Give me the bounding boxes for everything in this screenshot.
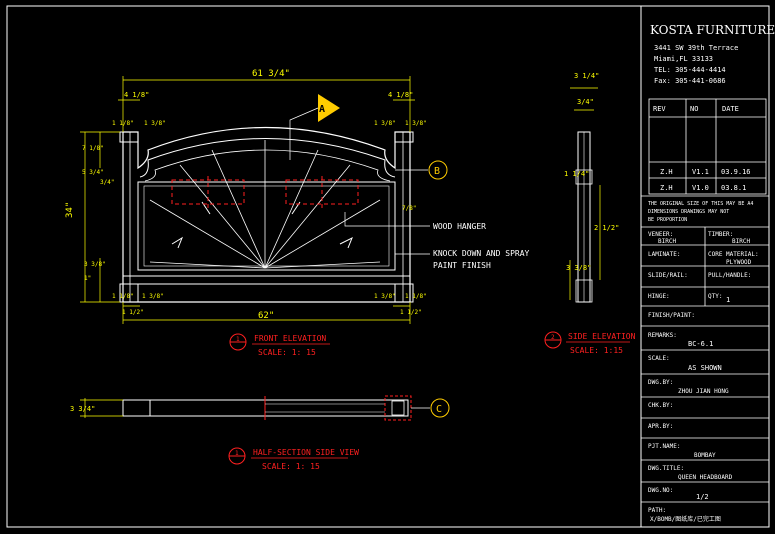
half-section-marker-number: 1 xyxy=(235,450,239,457)
dim-post-right-b: 1 3/8" xyxy=(405,120,427,127)
dim-foot-right-b: 1 1/8" xyxy=(405,293,427,300)
qty-label: QTY: xyxy=(708,293,722,300)
dwg-by-label: DWG.BY: xyxy=(648,379,673,386)
callout-wood-hanger: WOOD HANGER xyxy=(433,222,486,231)
timber-label: TIMBER: xyxy=(708,231,733,238)
path-label: PATH: xyxy=(648,507,666,514)
side-elevation-title: SIDE ELEVATION xyxy=(568,332,636,341)
front-view-marker-number: 1 xyxy=(236,336,240,343)
apr-by-label: APR.BY: xyxy=(648,423,673,430)
front-elevation: 61 3/4" 62" 34" 4 1/8" 4 1/8" 1 1/8" 1 3… xyxy=(65,69,530,357)
address-line1: 3441 SW 39th Terrace xyxy=(654,44,738,52)
half-section-dim: 3 3/4" xyxy=(70,405,95,413)
title-block: KOSTA FURNITURE 3441 SW 39th Terrace Mia… xyxy=(640,6,775,527)
scale-label: SCALE: xyxy=(648,355,670,362)
callout-knock-down-2: PAINT FINISH xyxy=(433,261,491,270)
dim-bottom-b: 1" xyxy=(84,275,91,282)
dim-foot-bottom-left: 1 1/2" xyxy=(122,309,144,316)
dim-foot-left-a: 1 1/8" xyxy=(112,293,134,300)
half-section-view: 3 3/4" C 1 HALF-SECTION SIDE VIEW SCALE:… xyxy=(70,395,450,471)
tel: TEL: 305-444-4414 xyxy=(654,66,726,74)
pull-label: PULL/HANDLE: xyxy=(708,272,751,279)
notice-line1: THE ORIGINAL SIZE OF THIS MAY BE A4 xyxy=(648,201,753,207)
company-name: KOSTA FURNITURE xyxy=(650,23,775,37)
side-dim-mid: 2 1/2" xyxy=(594,224,619,232)
pjt-name-value: BOMBAY xyxy=(694,452,716,459)
side-elevation-scale: SCALE: 1:15 xyxy=(570,346,623,355)
address-line2: Miami,FL 33133 xyxy=(654,55,713,63)
rev-header-date: DATE xyxy=(722,105,739,113)
marker-a-label: A xyxy=(319,104,325,115)
notice-line3: BE PROPORTION xyxy=(648,217,687,223)
dim-post-left-a: 1 1/8" xyxy=(112,120,134,127)
rev2-by: Z.H xyxy=(660,184,673,192)
veneer-value: BIRCH xyxy=(658,238,676,245)
detail-marker-c xyxy=(430,398,450,418)
laminate-label: LAMINATE: xyxy=(648,251,681,258)
dim-height: 34" xyxy=(65,202,75,218)
marker-b-label: B xyxy=(434,166,440,177)
dim-cap-b: 3/4" xyxy=(100,179,114,186)
side-view-marker-number: 2 xyxy=(551,334,555,341)
half-section-title: HALF-SECTION SIDE VIEW xyxy=(253,448,359,457)
dim-arch-rise: 7 1/8" xyxy=(82,145,104,152)
front-elevation-title: FRONT ELEVATION xyxy=(254,334,326,343)
fax: Fax: 305-441-0686 xyxy=(654,77,726,85)
drawing-border xyxy=(6,5,770,528)
scale-value: AS SHOWN xyxy=(688,364,722,372)
headboard-outline xyxy=(122,126,411,303)
dim-cap-a: 5 3/4" xyxy=(82,169,104,176)
dwg-no-label: DWG.NO: xyxy=(648,487,673,494)
half-section-scale: SCALE: 1: 15 xyxy=(262,462,320,471)
dim-bottom-width: 62" xyxy=(258,311,274,321)
slide-label: SLIDE/RAIL: xyxy=(648,272,688,279)
qty-value: 1 xyxy=(726,296,730,304)
path-value: X/BOMB/图纸库/已完工图 xyxy=(650,515,721,523)
marker-c-label: C xyxy=(436,404,442,415)
dim-foot-right-a: 1 3/8" xyxy=(374,293,396,300)
finish-label: FINISH/PAINT: xyxy=(648,312,695,319)
side-elevation: 3 1/4" 3/4" 1 1/4" 2 1/2" 3 3/8" 2 SIDE … xyxy=(544,72,636,355)
front-elevation-scale: SCALE: 1: 15 xyxy=(258,348,316,357)
side-dim-low: 3 3/8" xyxy=(566,264,591,272)
remarks-value: BC-6.1 xyxy=(688,340,713,348)
core-material-value: PLYWOOD xyxy=(726,259,752,266)
dwg-by-value: ZHOU JIAN HONG xyxy=(678,388,729,395)
dim-foot-left-b: 1 3/8" xyxy=(142,293,164,300)
rev2-no: V1.0 xyxy=(692,184,709,192)
callout-knock-down-1: KNOCK DOWN AND SPRAY xyxy=(433,249,530,258)
side-dim-side: 1 1/4" xyxy=(564,170,589,178)
pjt-name-label: PJT.NAME: xyxy=(648,443,681,450)
side-dim-top: 3 1/4" xyxy=(574,72,599,80)
dim-side-b: 7/8" xyxy=(402,205,416,212)
rev2-date: 03.8.1 xyxy=(721,184,746,192)
rev1-date: 03.9.16 xyxy=(721,168,751,176)
rev-header-no: NO xyxy=(690,105,698,113)
remarks-label: REMARKS: xyxy=(648,332,677,339)
section-marker-a xyxy=(318,94,340,122)
core-material-label: CORE MATERIAL: xyxy=(708,251,759,258)
side-dim-depth: 3/4" xyxy=(577,98,594,106)
dwg-title-label: DWG.TITLE: xyxy=(648,465,684,472)
dim-post-top-right: 4 1/8" xyxy=(388,91,413,99)
dim-bottom-a: 3 3/8" xyxy=(84,261,106,268)
chk-by-label: CHK.BY: xyxy=(648,402,673,409)
notice-line2: DIMENSIONS DRAWINGS MAY NOT xyxy=(648,209,729,215)
dim-overall-width: 61 3/4" xyxy=(252,69,290,79)
veneer-label: VENEER: xyxy=(648,231,673,238)
rev1-by: Z.H xyxy=(660,168,673,176)
dim-post-right-a: 1 3/8" xyxy=(374,120,396,127)
dim-post-left-b: 1 3/8" xyxy=(144,120,166,127)
rev1-no: V1.1 xyxy=(692,168,709,176)
hinge-label: HINGE: xyxy=(648,293,670,300)
dim-post-top-left: 4 1/8" xyxy=(124,91,149,99)
detail-marker-b xyxy=(428,160,448,180)
rev-header-rev: REV xyxy=(653,105,666,113)
dwg-title-value: QUEEN HEADBOARD xyxy=(678,474,733,481)
dwg-no-value: 1/2 xyxy=(696,493,709,501)
dim-foot-bottom-right: 1 1/2" xyxy=(400,309,422,316)
timber-value: BIRCH xyxy=(732,238,750,245)
